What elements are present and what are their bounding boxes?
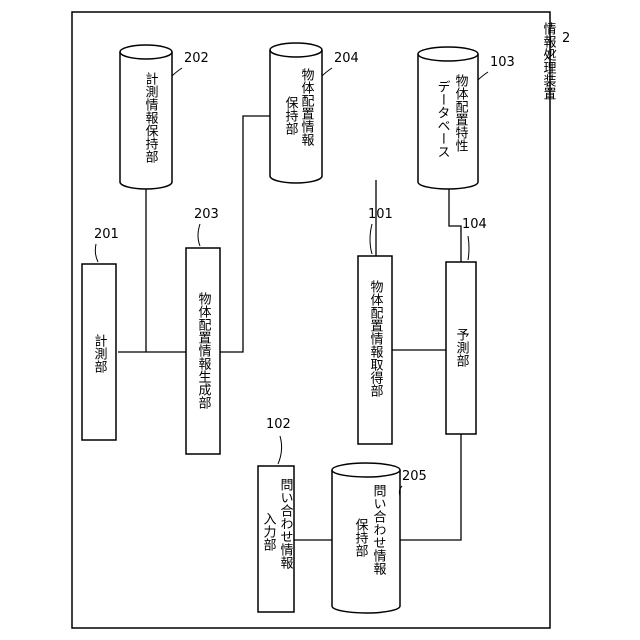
measurement-ref: 201 — [94, 227, 119, 242]
characteristic-db-ref: 103 — [490, 55, 515, 70]
query-input-leader — [278, 436, 282, 464]
measurement-store-leader — [172, 68, 182, 76]
device-label: 情報処理装置 — [541, 22, 557, 100]
arrangement-gen-ref: 203 — [194, 207, 219, 222]
query-store-ref: 205 — [402, 469, 427, 484]
query-store-label-line1: 問い合わせ情報 — [371, 484, 387, 575]
arrangement-acq-label: 物体配置情報取得部 — [368, 280, 384, 397]
measurement-label: 計測部 — [92, 333, 108, 373]
measurement-store-ref: 202 — [184, 51, 209, 66]
arrangement-gen-leader — [198, 224, 200, 246]
arrangement-gen-label: 物体配置情報生成部 — [196, 292, 212, 409]
characteristic-db-label-line2: データベース — [435, 80, 451, 158]
device-ref: 2 — [562, 31, 570, 46]
line-gen-arrangement-store — [220, 116, 270, 352]
measurement-store-cap — [120, 45, 172, 59]
arrangement-store-label-line1: 物体配置情報 — [299, 68, 315, 146]
query-input-ref: 102 — [266, 417, 291, 432]
arrangement-store-label-line2: 保持部 — [283, 96, 299, 135]
arrangement-store-cap — [270, 43, 322, 57]
prediction-label: 予測部 — [454, 328, 470, 367]
query-store-cap — [332, 463, 400, 477]
measurement-store-label: 計測情報保持部 — [143, 71, 159, 163]
arrangement-store-ref: 204 — [334, 51, 359, 66]
line-prediction-query-store — [400, 434, 461, 540]
line-db-prediction — [449, 186, 461, 262]
arrangement-acq-leader — [370, 224, 372, 254]
measurement-leader — [95, 244, 98, 262]
query-store-label-line2: 保持部 — [353, 518, 369, 557]
query-input-label-line1: 問い合わせ情報 — [278, 478, 294, 569]
characteristic-db-cap — [418, 47, 478, 61]
characteristic-db-leader — [478, 72, 488, 80]
characteristic-db-label-line1: 物体配置特性 — [453, 74, 469, 152]
arrangement-store-leader — [322, 68, 332, 76]
prediction-ref: 104 — [462, 217, 487, 232]
arrangement-acq-ref: 101 — [368, 207, 393, 222]
query-input-label-line2: 入力部 — [261, 512, 277, 551]
prediction-leader — [468, 236, 469, 260]
